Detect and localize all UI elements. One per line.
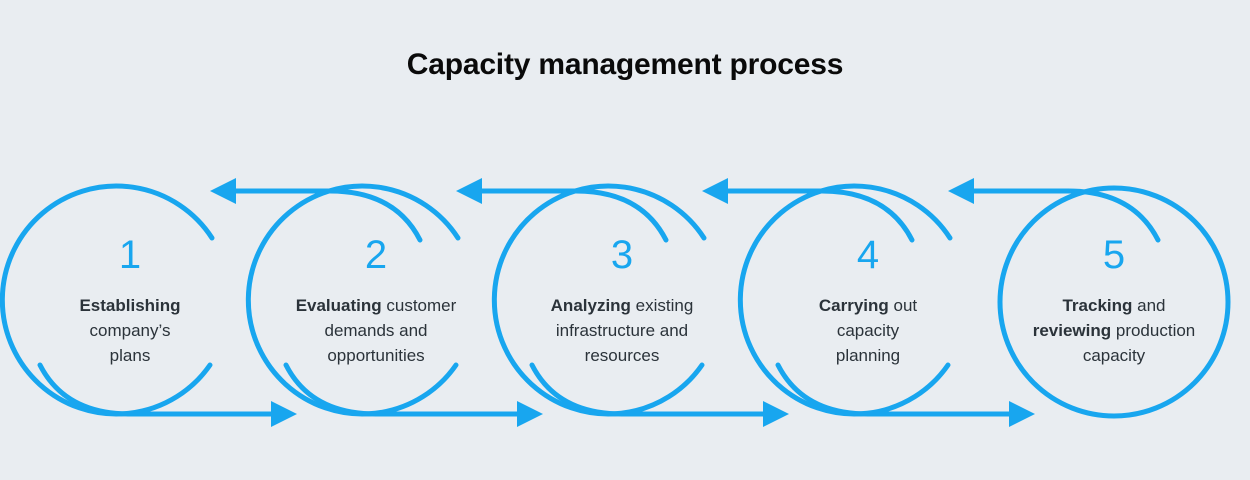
step-text-3-line-2: infrastructure and <box>556 321 688 340</box>
step-text-2-line-1-rest: customer <box>382 296 457 315</box>
step-text-5-line-1-bold: Tracking <box>1062 296 1132 315</box>
step-text-4-line-1-bold: Carrying <box>819 296 889 315</box>
step-text-5-line-1: Tracking and <box>1062 296 1165 315</box>
step-text-1-line-2: company’s <box>90 321 171 340</box>
process-step-2[interactable]: 2 Evaluating customer demands and opport… <box>245 183 461 417</box>
backward-arrow-head-2-1 <box>210 178 236 204</box>
step-text-5-line-2: reviewing production <box>1033 321 1196 340</box>
forward-flow-arrow <box>37 362 297 427</box>
forward-flow-arrow <box>775 362 1035 427</box>
backward-arrow-line-4-3 <box>711 188 915 243</box>
backward-arrow-head-5-4 <box>948 178 974 204</box>
step-text-3-line-2-rest: infrastructure and <box>556 321 688 340</box>
forward-flow-arrow-group <box>37 362 1035 427</box>
step-text-3-line-3-rest: resources <box>585 346 660 365</box>
backward-arrow-head-3-2 <box>456 178 482 204</box>
step-text-5-line-2-rest: production <box>1111 321 1195 340</box>
step-circle-2 <box>245 183 461 417</box>
step-text-4-line-2: capacity <box>837 321 900 340</box>
process-step-3[interactable]: 3 Analyzing existing infrastructure and … <box>491 183 707 417</box>
step-text-1-line-3: plans <box>110 346 151 365</box>
step-text-2-line-1-bold: Evaluating <box>296 296 382 315</box>
forward-arrow-head-1-2 <box>271 401 297 427</box>
step-circle-1 <box>0 183 215 417</box>
backward-arrow-line-5-4 <box>957 188 1161 243</box>
step-text-1-line-3-rest: plans <box>110 346 151 365</box>
step-text-1-line-1: Establishing <box>79 296 180 315</box>
step-circle-5 <box>997 185 1231 419</box>
step-number-3: 3 <box>611 233 633 277</box>
forward-arrow-head-4-5 <box>1009 401 1035 427</box>
step-text-4-line-1: Carrying out <box>819 296 918 315</box>
step-text-4-line-3: planning <box>836 346 900 365</box>
step-text-5-line-3-rest: capacity <box>1083 346 1146 365</box>
step-text-5-line-1-rest: and <box>1132 296 1165 315</box>
step-text-2-line-1: Evaluating customer <box>296 296 457 315</box>
step-text-3-line-1-bold: Analyzing <box>551 296 631 315</box>
forward-flow-arrow <box>283 362 543 427</box>
step-text-5-line-2-bold: reviewing <box>1033 321 1111 340</box>
step-number-5: 5 <box>1103 233 1125 277</box>
forward-flow-arrow <box>529 362 789 427</box>
step-text-2-line-2: demands and <box>324 321 427 340</box>
step-number-1: 1 <box>119 233 141 277</box>
backward-arrow-line-2-1 <box>219 188 423 243</box>
process-step-5[interactable]: 5 Tracking and reviewing production capa… <box>997 185 1231 419</box>
forward-arrow-head-3-4 <box>763 401 789 427</box>
page-title: Capacity management process <box>406 48 844 81</box>
step-text-2-line-3-rest: opportunities <box>327 346 424 365</box>
step-text-1-line-2-rest: company’s <box>90 321 171 340</box>
step-text-3-line-3: resources <box>585 346 660 365</box>
step-text-3-line-1-rest: existing <box>631 296 693 315</box>
step-text-2-line-2-rest: demands and <box>324 321 427 340</box>
backward-feedback-arrow <box>948 178 1161 243</box>
step-text-1-line-1-bold: Establishing <box>79 296 180 315</box>
step-text-4-line-3-rest: planning <box>836 346 900 365</box>
step-text-3-line-1: Analyzing existing <box>551 296 694 315</box>
backward-arrow-line-3-2 <box>465 188 669 243</box>
step-text-5-line-3: capacity <box>1083 346 1146 365</box>
backward-arrow-head-4-3 <box>702 178 728 204</box>
process-step-1[interactable]: 1 Establishing company’s plans <box>0 183 215 417</box>
step-text-2-line-3: opportunities <box>327 346 424 365</box>
step-number-2: 2 <box>365 233 387 277</box>
process-step-4[interactable]: 4 Carrying out capacity planning <box>737 183 953 417</box>
step-circle-3 <box>491 183 707 417</box>
step-text-4-line-1-rest: out <box>889 296 918 315</box>
step-text-4-line-2-rest: capacity <box>837 321 900 340</box>
forward-arrow-head-2-3 <box>517 401 543 427</box>
step-number-4: 4 <box>857 233 879 277</box>
step-circle-4 <box>737 183 953 417</box>
